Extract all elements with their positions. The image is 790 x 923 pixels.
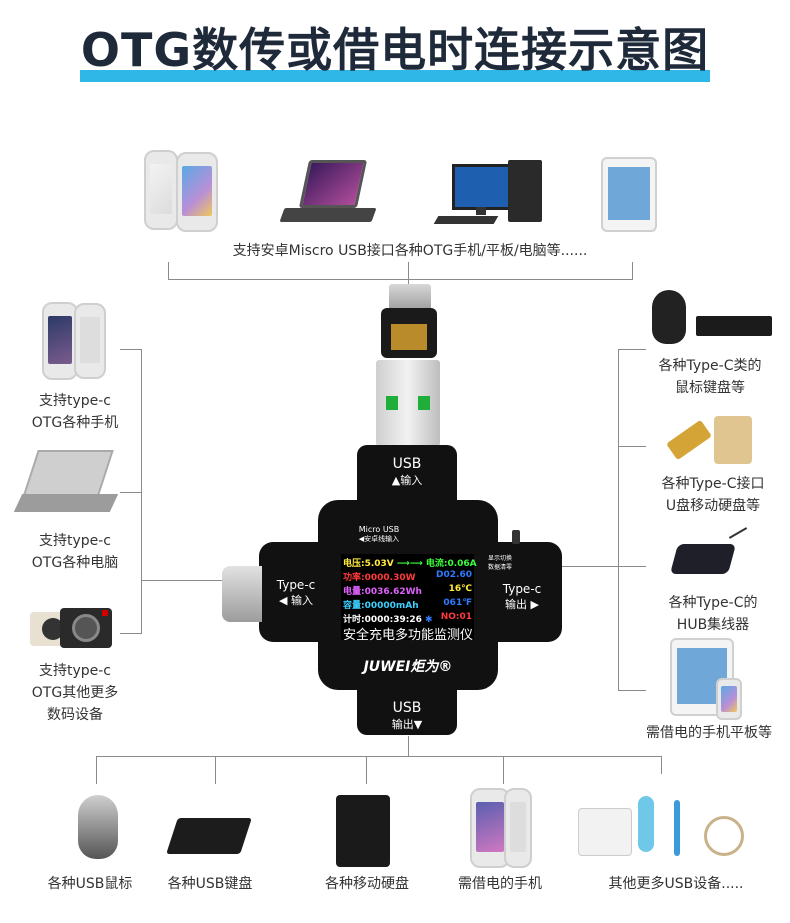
mouse-keyboard-icon (652, 290, 776, 346)
keyboard-icon (166, 818, 252, 854)
tablet-icon (601, 157, 657, 232)
bottom-item-5-label: 其他更多USB设备..... (608, 876, 744, 892)
bottom-item-2-label: 各种USB键盘 (167, 876, 253, 892)
temp-c-readout: 16℃ (448, 584, 472, 594)
mode-switch (512, 530, 520, 544)
slot-readout: NO:01 (440, 612, 472, 622)
hub-icon (666, 527, 748, 586)
laptop-icon (13, 450, 119, 520)
brand-logo: JUWEI炬为® (363, 659, 453, 675)
usb-gadgets-icon (578, 796, 748, 868)
usb-in-sub: ▲输入 (391, 474, 423, 487)
title-underline (80, 70, 710, 82)
energy-readout: 电量:0036.62Wh (343, 587, 422, 597)
page-title: OTG数传或借电时连接示意图 (80, 23, 710, 77)
right-item-4-label: 需借电的手机平板等 (646, 725, 772, 741)
laptop-icon (279, 160, 378, 230)
timer-readout: 计时:0000:39:26 (343, 615, 422, 625)
top-bracket (168, 279, 633, 280)
right-bracket (618, 349, 619, 691)
micro-usb-sub: ◀安卓线输入 (358, 535, 400, 543)
micro-usb-plug (389, 284, 431, 312)
phone-icon (176, 152, 218, 232)
bottom-item-4-label: 需借电的手机 (458, 876, 542, 892)
camera-icon (30, 602, 116, 652)
temp-f-readout: 061℉ (443, 598, 472, 608)
power-readout: 功率:0000.30W (343, 573, 416, 583)
switch-label-1: 显示切换 (488, 555, 513, 562)
bottom-item-1-label: 各种USB鼠标 (47, 876, 133, 892)
bottom-item-3-label: 各种移动硬盘 (325, 876, 409, 892)
typec-in-label: Type-c (276, 578, 316, 592)
phone-icon (144, 150, 178, 230)
usb-out-sub: 输出▼ (391, 718, 423, 731)
typec-out-sub: 输出 ▶ (505, 598, 539, 611)
flow-arrow: ⟶⟶ (396, 559, 423, 569)
typec-plug (222, 566, 262, 622)
typec-out-label: Type-c (502, 582, 542, 596)
voltage-readout: 电压:5.03V (343, 559, 394, 569)
tester-caption: 安全充电多功能监测仪 (342, 628, 473, 643)
current-readout: 电流:0.06A (425, 559, 477, 569)
capacity-readout: 容量:00000mAh (343, 601, 419, 611)
usb-drive-icon (666, 414, 758, 466)
tester-screen: 电压:5.03V ⟶⟶ 电流:0.06A 功率:0000.30W D02.60 … (341, 554, 477, 640)
phone-icon (42, 302, 78, 380)
top-caption: 支持安卓Miscro USB接口各种OTG手机/平板/电脑等...... (232, 243, 588, 259)
left-bracket (141, 349, 142, 634)
mouse-icon (78, 795, 118, 859)
tablet-phone-icon (670, 638, 734, 716)
usb-out-label: USB (392, 700, 422, 716)
dplus-readout: D02.60 (436, 570, 472, 580)
micro-usb-label: Micro USB (358, 525, 400, 534)
switch-label-2: 数据清零 (488, 564, 513, 571)
hard-drive-icon (336, 795, 390, 867)
usb-in-label: USB (392, 456, 422, 472)
bluetooth-icon: ✱ (425, 615, 433, 625)
desktop-icon (432, 160, 546, 228)
phone-icon (74, 303, 106, 379)
bottom-bracket (96, 756, 661, 757)
right-item-1-label: 各种Type-C类的鼠标键盘等 (658, 358, 762, 396)
typec-in-sub: ◀ 输入 (279, 594, 313, 607)
